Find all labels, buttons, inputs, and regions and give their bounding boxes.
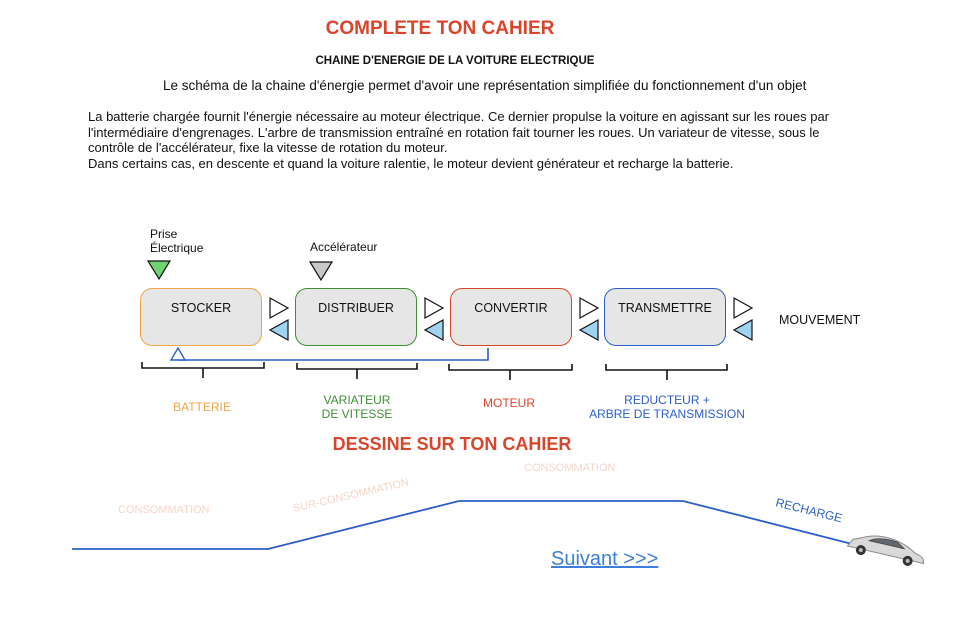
control-arrow — [308, 261, 334, 282]
component-moteur: MOTEUR — [483, 396, 535, 410]
function-box-convertir: CONVERTIR — [450, 288, 572, 346]
forward-arrow-4 — [733, 296, 754, 320]
road-profile — [72, 500, 857, 550]
brace-variateur — [296, 363, 418, 379]
return-arrow-3 — [578, 318, 599, 342]
return-arrow-1 — [268, 318, 289, 342]
component-variateur: VARIATEUR DE VITESSE — [321, 393, 393, 421]
next-link[interactable]: Suivant >>> — [551, 548, 659, 570]
intro-text: Le schéma de la chaine d'énergie permet … — [163, 78, 807, 93]
function-box-distribuer: DISTRIBUER — [295, 288, 417, 346]
component-reducteur: REDUCTEUR + ARBRE DE TRANSMISSION — [589, 393, 745, 421]
return-arrow-2 — [423, 318, 444, 342]
label-consommation-top: CONSOMMATION — [524, 462, 616, 474]
page-title: COMPLETE TON CAHIER — [325, 18, 555, 39]
paragraph-line-2: Dans certains cas, en descente et quand … — [88, 155, 734, 171]
section-title-dessine: DESSINE SUR TON CAHIER — [332, 434, 572, 454]
forward-arrow-3 — [579, 296, 600, 320]
input-arrow — [146, 260, 172, 281]
brace-reducteur — [605, 364, 728, 380]
recharge-return-arrowhead — [169, 346, 187, 361]
component-batterie: BATTERIE — [173, 400, 231, 414]
recharge-return-line — [178, 348, 489, 361]
return-arrow-4 — [732, 318, 753, 342]
description-paragraph: La batterie chargée fournit l'énergie né… — [88, 109, 858, 171]
forward-arrow-2 — [424, 296, 445, 320]
input-label: Prise Électrique — [150, 227, 204, 255]
output-label: MOUVEMENT — [779, 313, 861, 327]
control-label: Accélérateur — [310, 240, 378, 254]
forward-arrow-1 — [269, 296, 290, 320]
function-box-stocker: STOCKER — [140, 288, 262, 346]
function-box-transmettre: TRANSMETTRE — [604, 288, 726, 346]
paragraph-line-1: La batterie chargée fournit l'énergie né… — [88, 109, 830, 155]
diagram-subtitle: CHAINE D'ENERGIE DE LA VOITURE ELECTRIQU… — [315, 55, 595, 67]
brace-moteur — [448, 364, 573, 380]
car-icon — [846, 535, 925, 566]
label-consommation-left: CONSOMMATION — [118, 504, 210, 516]
brace-batterie — [141, 362, 265, 378]
label-recharge: RECHARGE — [774, 495, 843, 525]
label-sur-consommation: SUR-CONSOMMATION — [292, 477, 410, 515]
